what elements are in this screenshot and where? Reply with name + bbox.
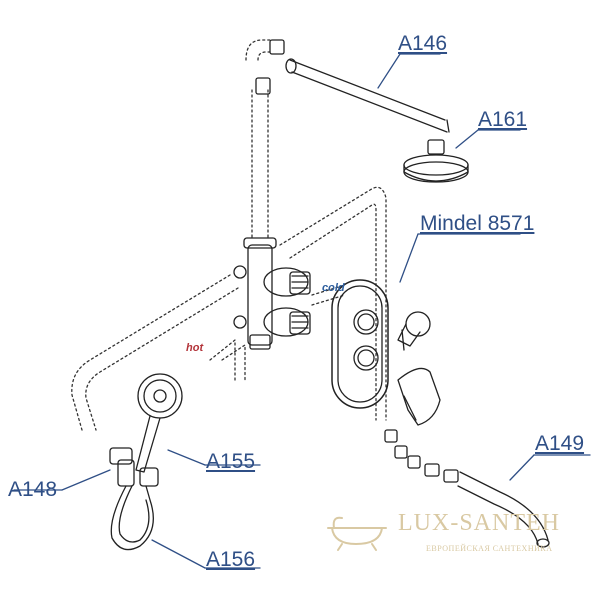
label-a146: A146 — [398, 32, 448, 55]
top-elbow-connector — [255, 39, 285, 95]
watermark: LUX-SANTEH ЕВРОПЕЙСКАЯ САНТЕХНИКА — [318, 508, 598, 558]
hot-supply-dotted — [209, 339, 246, 381]
diverter-handle — [397, 311, 431, 351]
riser-pipe-dotted — [245, 39, 271, 241]
label-a161: A161 — [478, 108, 528, 131]
trim-plate — [331, 279, 389, 409]
mixer-body — [233, 237, 311, 350]
shower-head — [403, 139, 469, 183]
bathtub-logo-icon — [327, 516, 387, 551]
lever-handle — [397, 367, 441, 426]
label-a156: A156 — [206, 548, 256, 571]
wall-outlet — [109, 447, 135, 487]
watermark-subtitle: ЕВРОПЕЙСКАЯ САНТЕХНИКА — [426, 544, 553, 553]
leader-lines — [13, 53, 591, 569]
left-dotted-pipe — [71, 274, 239, 431]
label-a148: A148 — [8, 478, 58, 501]
hand-shower — [135, 373, 183, 473]
label-mindel-8571: Mindel 8571 — [420, 212, 535, 235]
shower-arm — [285, 58, 450, 133]
upper-dotted-pipe — [279, 186, 387, 421]
watermark-title: LUX-SANTEH — [398, 510, 560, 536]
hand-shower-holder — [139, 467, 159, 487]
spout-connectors — [384, 429, 459, 483]
bath-spout — [457, 471, 550, 548]
hot-annotation: hot — [186, 342, 204, 354]
label-a149: A149 — [535, 432, 585, 455]
cold-supply-dotted — [311, 284, 346, 306]
shower-hose — [110, 485, 154, 551]
cold-annotation: cold — [322, 282, 345, 294]
label-a155: A155 — [206, 450, 256, 473]
